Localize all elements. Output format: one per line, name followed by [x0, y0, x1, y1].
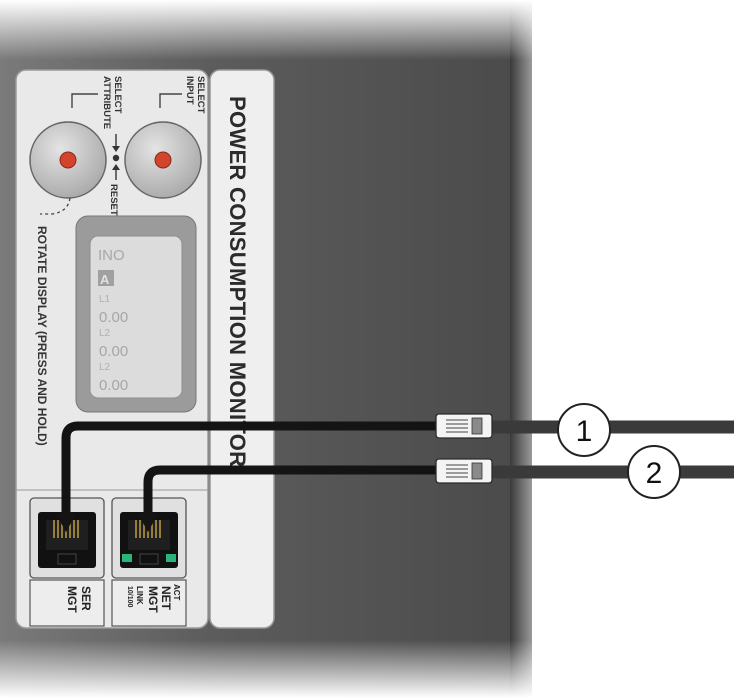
reset-label: RESET: [108, 184, 119, 216]
chassis-bottom-fade: [0, 640, 534, 698]
callout-2-number: 2: [646, 457, 663, 490]
ser-mgt-label-2: MGT: [65, 586, 79, 613]
lcd-header: INO: [98, 247, 125, 264]
lcd-row-1-label: L1: [99, 294, 111, 305]
rotate-display-leader: [40, 197, 71, 215]
ser-mgt-port[interactable]: [29, 497, 105, 579]
title-strip: [209, 69, 275, 629]
cable-2-plug: [435, 458, 493, 484]
panel-title: POWER CONSUMPTION MONITOR: [225, 96, 250, 467]
lcd-row-2-value: 0.00: [99, 343, 128, 360]
lcd-row-1-value: 0.00: [99, 309, 128, 326]
input-led-icon: [154, 151, 172, 169]
select-input-knob[interactable]: [124, 121, 202, 199]
callout-2: 2: [627, 445, 681, 499]
net-link-led-icon: [122, 554, 132, 562]
lcd-indicator-box: [98, 270, 114, 286]
select-input-label-2: INPUT: [184, 76, 195, 105]
attribute-led-icon: [59, 151, 77, 169]
net-link-label-1: LINK: [135, 586, 144, 605]
select-attribute-label-2: ATTRIBUTE: [101, 76, 112, 129]
net-act-led-icon: [166, 554, 176, 562]
select-attribute-knob[interactable]: [29, 121, 107, 199]
cable-1-plug: [435, 413, 493, 439]
cable-2: [138, 458, 734, 532]
chassis-edge: [510, 0, 532, 698]
net-mgt-label-2: MGT: [146, 586, 160, 613]
ser-mgt-label-box: [29, 579, 105, 627]
lcd-row-3-value: 0.00: [99, 377, 128, 394]
cable-1-arrow-icon: [56, 514, 76, 532]
select-input-bracket: [159, 93, 182, 108]
net-link-label-2: 10/100: [126, 586, 133, 608]
reset-indicator-icon: [112, 134, 120, 180]
lcd-row-2-label: L2: [99, 328, 111, 339]
select-attribute-label-1: SELECT: [112, 76, 123, 114]
select-attribute-bracket: [71, 93, 98, 108]
ser-mgt-label-1: SER: [79, 586, 93, 611]
lcd-row-3-label: L2: [99, 362, 111, 373]
chassis-top-fade: [0, 0, 534, 60]
cable-2-arrow-icon: [138, 514, 158, 532]
rotate-display-label: ROTATE DISPLAY (PRESS AND HOLD): [35, 226, 49, 446]
net-mgt-label-1: NET: [159, 586, 173, 611]
lcd-indicator: A: [100, 272, 110, 287]
net-mgt-port[interactable]: [111, 497, 187, 579]
net-act-label: ACT: [172, 584, 181, 601]
select-input-label-1: SELECT: [195, 76, 206, 114]
net-mgt-label-box: [111, 579, 187, 627]
callout-1: 1: [557, 403, 611, 457]
callout-1-number: 1: [576, 415, 593, 448]
